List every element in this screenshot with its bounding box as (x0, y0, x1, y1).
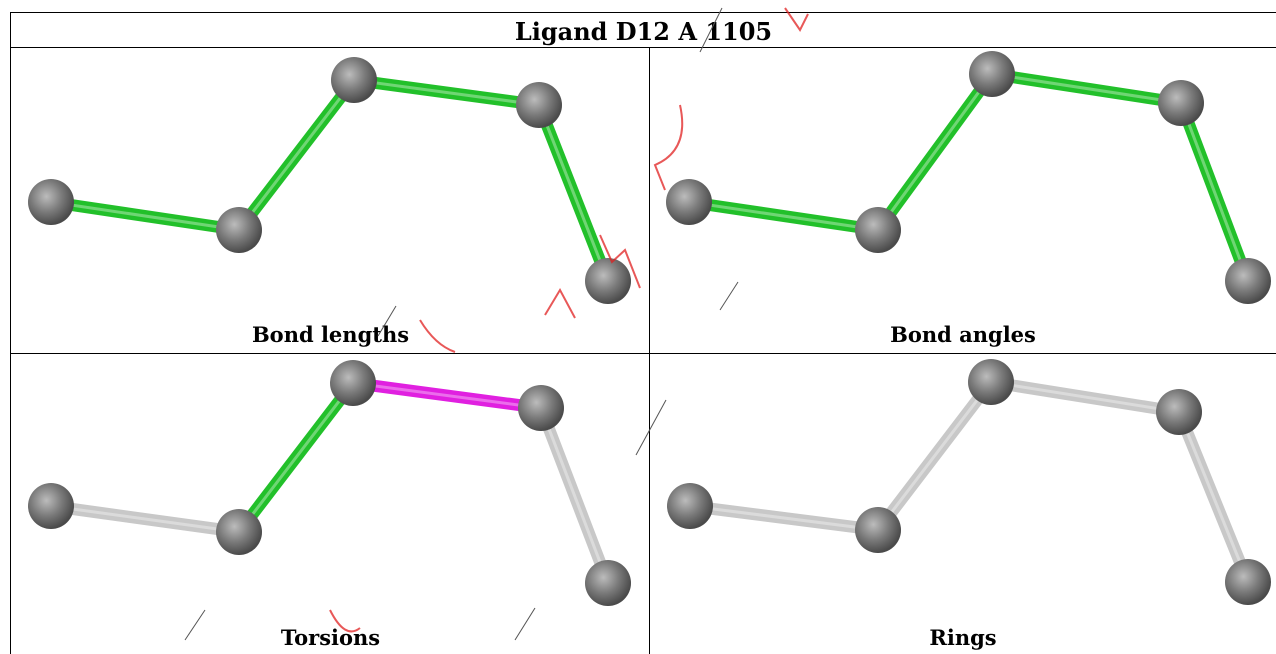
bond-highlight (351, 381, 543, 410)
bond-highlight (989, 380, 1181, 414)
atom-sphere (331, 57, 377, 103)
bond-stick (233, 377, 359, 538)
bond-stick (683, 196, 884, 236)
bond-highlight (237, 381, 355, 534)
bond-highlight (688, 504, 880, 532)
bond-stick (45, 500, 245, 538)
bond-stick (347, 377, 547, 414)
bond-highlight (352, 78, 541, 107)
atom-sphere (216, 509, 262, 555)
panel-caption: Torsions (280, 625, 381, 650)
panel-rings: Rings (649, 353, 1276, 654)
panel-caption: Bond angles (890, 322, 1036, 347)
panel-caption: Bond lengths (251, 322, 410, 347)
bond-stick (1173, 406, 1254, 588)
atom-sphere (968, 359, 1014, 405)
molecule-bond-lengths (28, 57, 631, 304)
atom-sphere (667, 483, 713, 529)
figure-title: Ligand D12 A 1105 (514, 17, 773, 46)
molecule-bond-angles (666, 51, 1271, 304)
bond-highlight (990, 72, 1183, 105)
panel-caption: Rings (929, 625, 997, 650)
atom-sphere (28, 483, 74, 529)
bond-stick (533, 99, 614, 287)
atom-sphere (28, 179, 74, 225)
panel-bond-angles: Bond angles (649, 48, 1276, 354)
atom-sphere (585, 258, 631, 304)
bond-highlight (1179, 101, 1250, 283)
bond-highlight (876, 72, 994, 232)
atom-sphere (1225, 559, 1271, 605)
bond-stick (348, 74, 545, 111)
atom-sphere (1158, 80, 1204, 126)
atom-sphere (855, 507, 901, 553)
bond-stick (986, 68, 1187, 109)
bond-stick (872, 376, 997, 536)
bond-highlight (687, 200, 880, 232)
bond-stick (45, 196, 245, 236)
bond-stick (233, 74, 360, 236)
header-cell: Ligand D12 A 1105 (10, 12, 1276, 48)
panel-bond-lengths: Bond lengths (10, 48, 650, 354)
atom-sphere (585, 560, 631, 606)
bond-stick (535, 402, 614, 589)
bond-stick (985, 376, 1185, 418)
atom-sphere (855, 207, 901, 253)
bond-highlight (876, 380, 993, 532)
atom-sphere (516, 82, 562, 128)
bond-highlight (49, 200, 241, 232)
atom-sphere (330, 360, 376, 406)
molecule-torsions (28, 360, 631, 606)
molecule-rings (667, 359, 1271, 605)
atom-sphere (216, 207, 262, 253)
atom-sphere (666, 179, 712, 225)
panel-torsions: Torsions (10, 353, 650, 654)
bond-highlight (539, 406, 610, 585)
bond-stick (1175, 97, 1254, 287)
atom-sphere (1156, 389, 1202, 435)
bond-highlight (237, 78, 356, 232)
atom-sphere (969, 51, 1015, 97)
bond-stick (872, 68, 998, 236)
bond-highlight (537, 103, 610, 283)
bond-stick (684, 500, 884, 536)
bond-highlight (49, 504, 241, 534)
bond-highlight (1177, 410, 1250, 584)
atom-sphere (1225, 258, 1271, 304)
atom-sphere (518, 385, 564, 431)
